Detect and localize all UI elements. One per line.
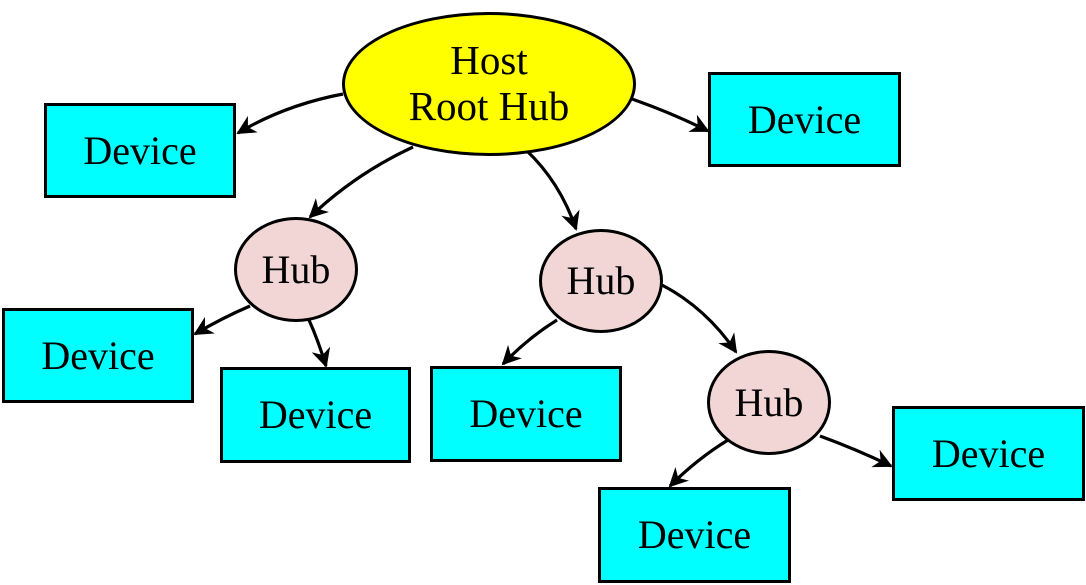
hub-left: Hub: [234, 217, 358, 322]
device-label: Device: [258, 392, 373, 437]
arrow-hub-middle-to-hub-lower: [661, 283, 738, 354]
host-root-hub: Host Root Hub: [342, 12, 636, 156]
arrow-root-to-device-root-right: [631, 97, 710, 133]
hub-lower: Hub: [707, 350, 831, 455]
device-root-left: Device: [44, 103, 236, 198]
device-label: Device: [747, 96, 862, 142]
root-hub-line-2: Root Hub: [408, 83, 570, 129]
device-hub-left-b: Device: [220, 367, 411, 463]
device-label: Device: [931, 430, 1046, 476]
arrow-hub-left-to-device-hub-left-a: [193, 304, 251, 336]
device-label: Device: [83, 127, 197, 173]
arrow-root-to-hub-middle: [524, 148, 580, 231]
device-hub-left-a: Device: [2, 308, 194, 403]
device-hub-lower-a: Device: [598, 487, 791, 583]
hub-middle: Hub: [539, 229, 663, 333]
arrow-hub-lower-to-device-hub-lower-b: [819, 434, 893, 468]
arrow-hub-middle-to-device-hub-middle: [501, 318, 558, 366]
arrow-hub-left-to-device-hub-left-b: [307, 319, 331, 368]
device-hub-lower-b: Device: [892, 406, 1085, 501]
device-root-right: Device: [708, 72, 901, 167]
arrow-root-to-hub-left: [308, 145, 414, 219]
hub-label: Hub: [734, 379, 804, 425]
arrow-hub-lower-to-device-hub-lower-a: [668, 438, 729, 488]
device-label: Device: [469, 391, 583, 436]
arrow-root-to-device-root-left: [236, 92, 344, 135]
device-hub-middle: Device: [430, 366, 622, 462]
device-label: Device: [637, 512, 752, 557]
device-label: Device: [41, 332, 155, 378]
hub-label: Hub: [566, 258, 636, 303]
hub-label: Hub: [261, 246, 331, 292]
root-hub-line-1: Host: [450, 37, 528, 84]
